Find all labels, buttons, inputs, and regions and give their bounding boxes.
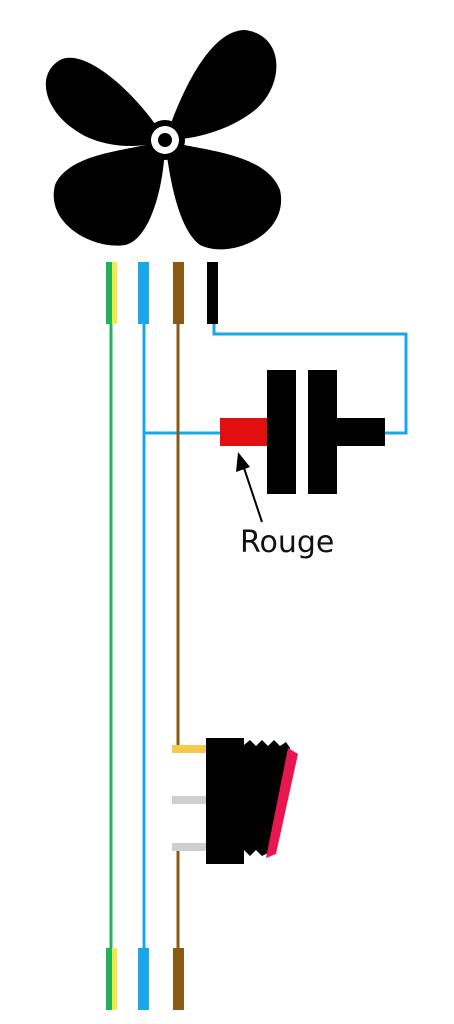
capacitor-red-lead xyxy=(220,418,268,446)
earth-wire-bottom-green xyxy=(106,948,112,1010)
switch-body xyxy=(206,738,290,864)
rouge-arrow-line xyxy=(241,461,263,523)
capacitor-loop-wire xyxy=(212,324,408,435)
earth-wire-top-yellow xyxy=(112,262,117,324)
capacitor-plate-left xyxy=(267,370,296,494)
earth-wire-top-green xyxy=(106,262,112,324)
rouge-annotation: Rouge xyxy=(236,452,334,560)
blue-wire-top-end xyxy=(138,262,149,324)
blue-wire xyxy=(138,262,221,1010)
earth-wire xyxy=(106,262,117,1010)
brown-wire-bottom-end xyxy=(173,948,184,1010)
switch-rocker-red xyxy=(266,748,298,858)
capacitor-icon xyxy=(220,370,385,494)
brown-wire-top-end xyxy=(173,262,184,324)
blue-wire-bottom-end xyxy=(138,948,149,1010)
rocker-switch-icon xyxy=(172,738,298,864)
black-wire xyxy=(207,262,408,435)
rouge-label: Rouge xyxy=(240,525,334,560)
brown-wire xyxy=(173,262,184,1010)
fan-icon xyxy=(45,30,282,250)
capacitor-plate-right xyxy=(308,370,337,494)
switch-pin-bottom xyxy=(172,843,206,851)
black-wire-end xyxy=(207,262,218,324)
switch-pin-top xyxy=(172,745,206,753)
switch-pin-middle xyxy=(172,796,206,804)
earth-wire-bottom-yellow xyxy=(112,948,117,1010)
rouge-arrow-head xyxy=(236,452,250,472)
capacitor-black-lead xyxy=(337,418,385,446)
